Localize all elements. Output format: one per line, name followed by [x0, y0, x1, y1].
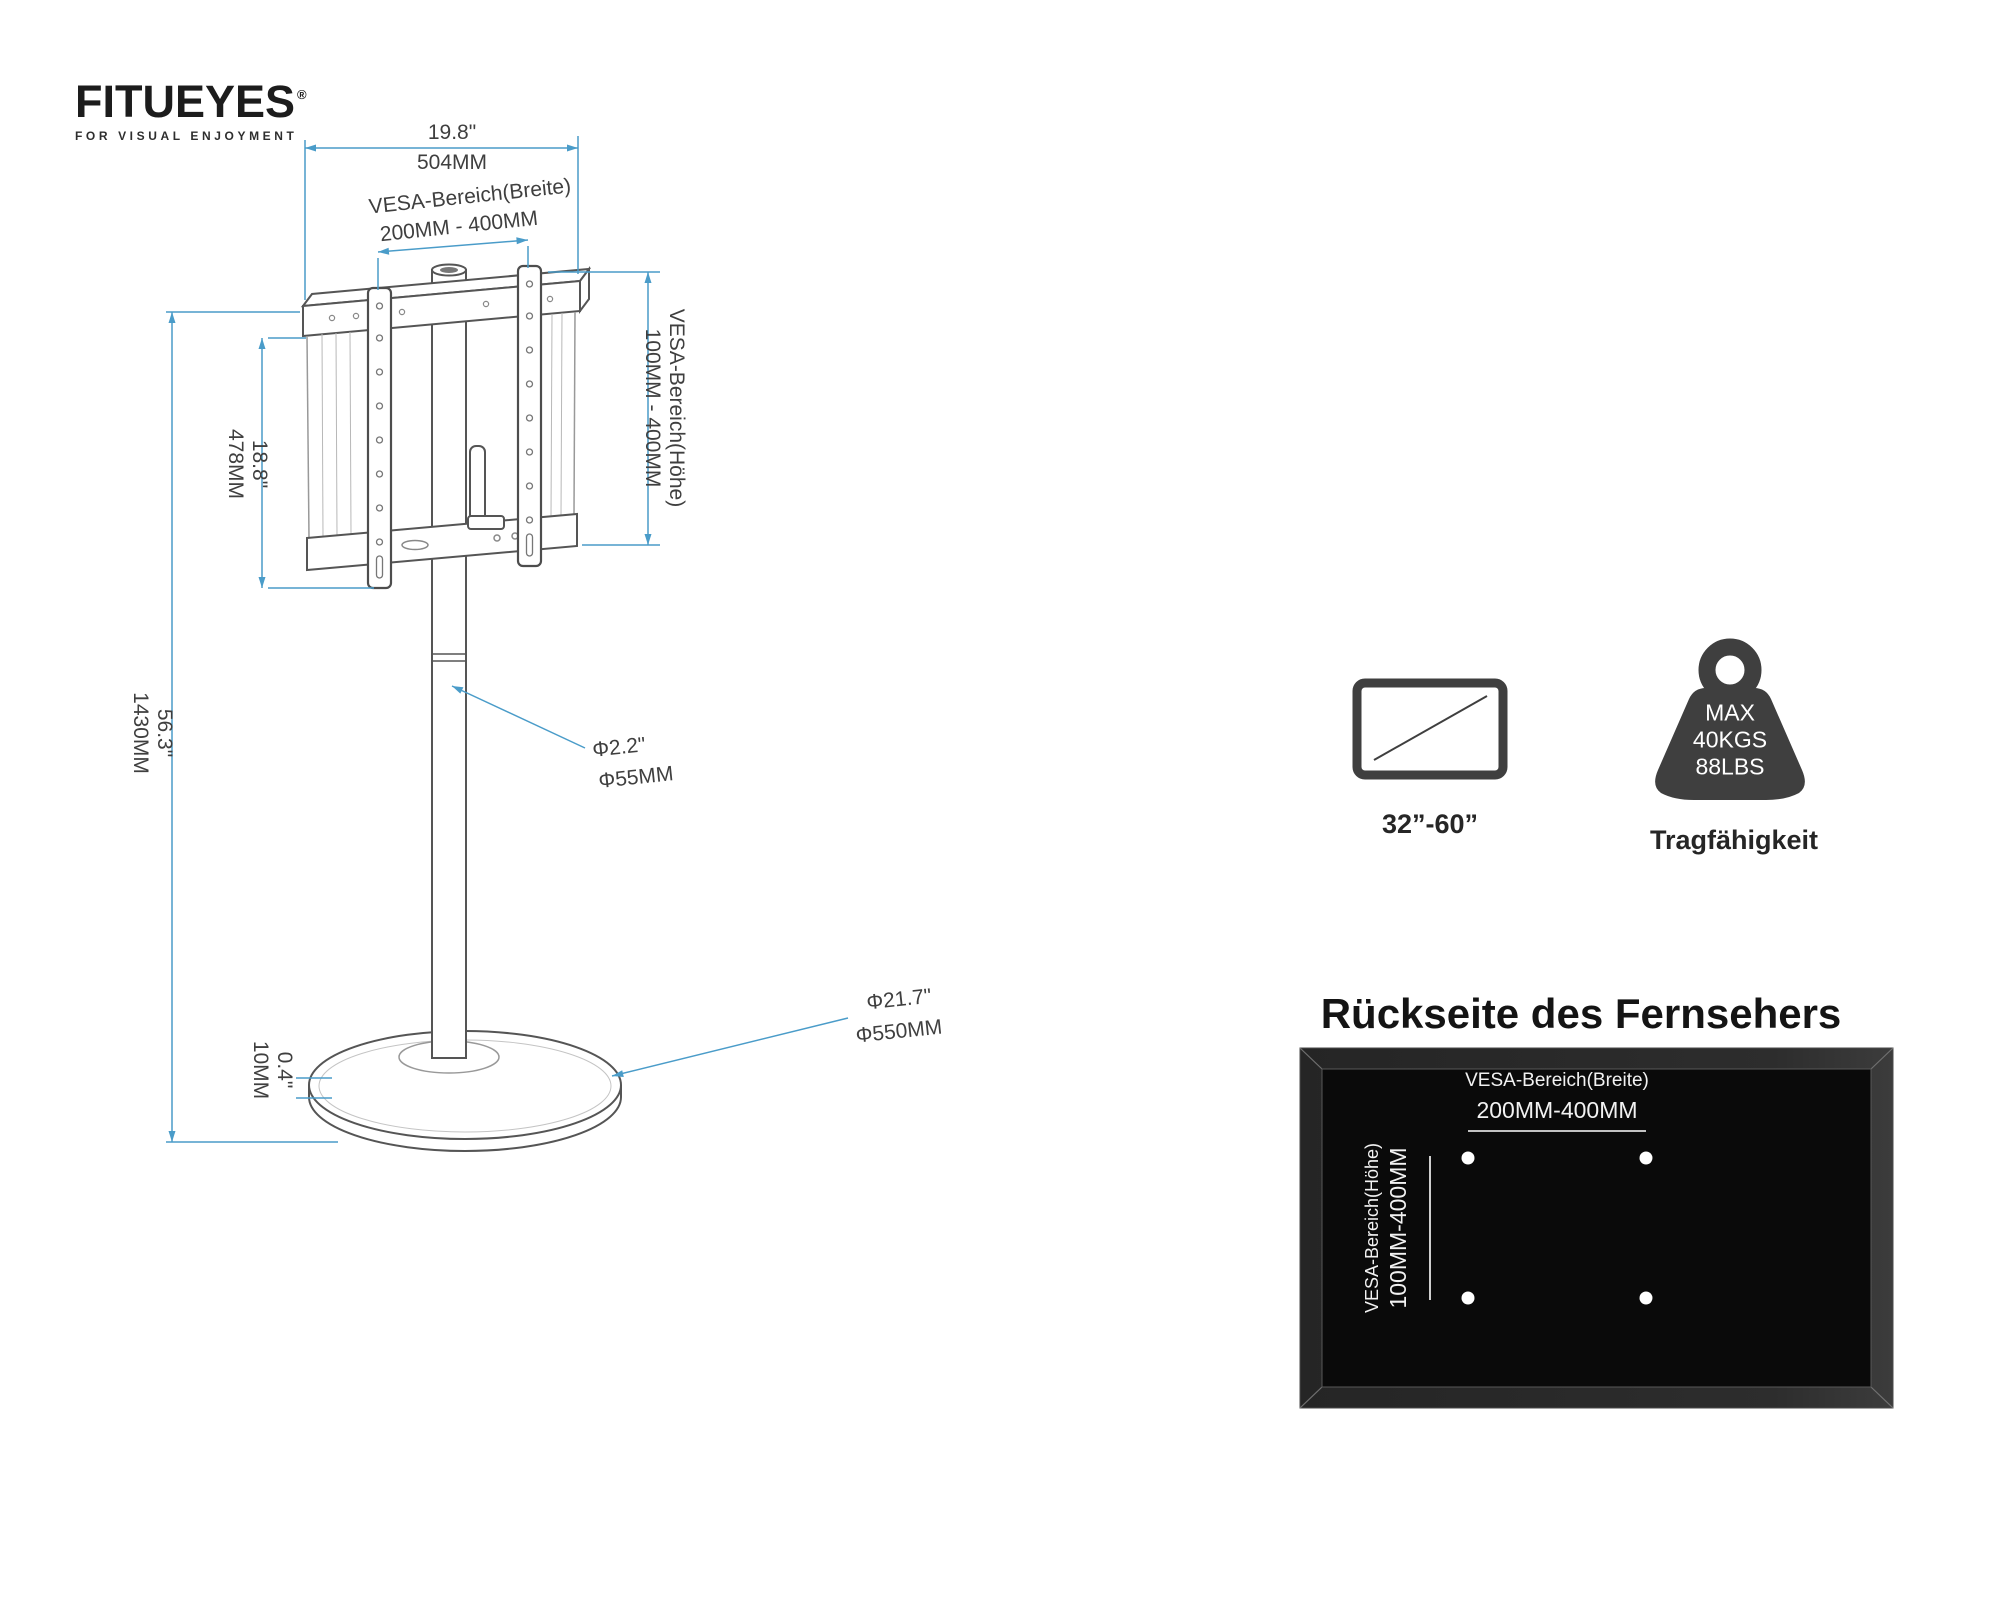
panel-vesa-width-range: 200MM-400MM	[1476, 1097, 1638, 1123]
dimension-arrows	[168, 144, 652, 1142]
panel-vesa-width-label: VESA-Bereich(Breite)	[1465, 1070, 1649, 1091]
dim-total-height-inch: 56.3"	[153, 708, 176, 758]
dim-vesa-height-range: 100MM - 400MM	[641, 328, 664, 488]
dim-base-thickness-block: 0.4" 10MM	[248, 1041, 296, 1099]
brand-name: FITUEYES®	[75, 76, 307, 127]
dim-base-thickness-inch: 0.4"	[273, 1051, 296, 1089]
max-load-line2: 40KGS	[1692, 726, 1768, 753]
screen-size-icon	[1352, 678, 1508, 780]
dim-vesa-height-block: VESA-Bereich(Höhe) 100MM - 400MM	[640, 309, 688, 507]
back-panel-frame	[1299, 1047, 1894, 1409]
dim-bracket-height-block: 18.8" 478MM	[223, 429, 271, 499]
dim-vesa-height-label: VESA-Bereich(Höhe)	[665, 308, 688, 508]
dim-top-width-mm: 504MM	[416, 151, 488, 174]
panel-vesa-height-label: VESA-Bereich(Höhe)	[1362, 1142, 1382, 1314]
dim-bracket-height-inch: 18.8"	[248, 439, 271, 489]
dim-bracket-height-mm: 478MM	[224, 428, 247, 500]
brand-tagline: FOR VISUAL ENJOYMENT	[75, 129, 298, 143]
vesa-holes	[1461, 1151, 1653, 1305]
dim-total-height-mm: 1430MM	[129, 692, 152, 774]
max-load-line3: 88LBS	[1695, 753, 1765, 780]
registered-mark: ®	[297, 87, 307, 102]
vesa-rails	[366, 264, 543, 590]
dimension-lines	[166, 136, 849, 1143]
weight-icon	[1655, 638, 1805, 800]
screen-size-label: 32”-60”	[1381, 809, 1479, 839]
panel-vesa-height-range: 100MM-400MM	[1385, 1147, 1411, 1309]
stand-drawing	[300, 263, 622, 1152]
dim-base-thickness-mm: 10MM	[249, 1040, 272, 1100]
dim-top-width-inch: 19.8"	[427, 121, 477, 144]
dim-total-height-block: 56.3" 1430MM	[128, 692, 176, 774]
load-capacity-label: Tragfähigkeit	[1649, 825, 1819, 855]
max-load-line1: MAX	[1705, 699, 1755, 726]
max-load-text: MAX 40KGS 88LBS	[1693, 700, 1767, 781]
back-panel-title: Rückseite des Fernsehers	[1320, 990, 1842, 1037]
panel-vesa-height-block: VESA-Bereich(Höhe) 100MM-400MM	[1360, 1143, 1412, 1313]
brand-logo: FITUEYES® FOR VISUAL ENJOYMENT	[75, 72, 307, 144]
